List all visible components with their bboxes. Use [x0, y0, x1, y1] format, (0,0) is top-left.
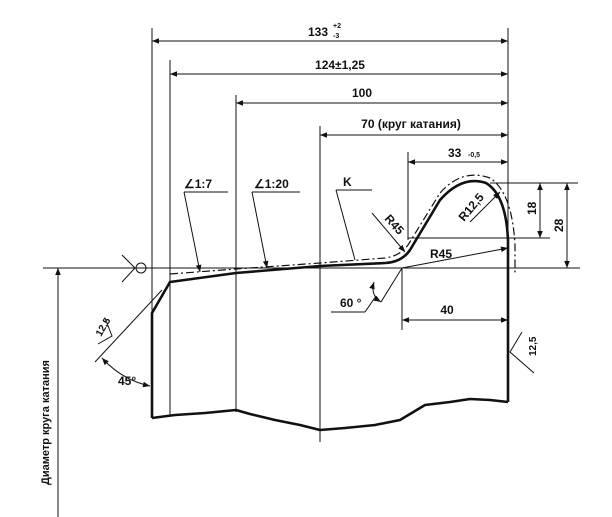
dim-28: 28: [552, 218, 566, 232]
roughness-symbol-right: [509, 331, 535, 374]
dim-100: 100: [352, 86, 372, 100]
point-k-label: K: [343, 175, 352, 189]
dim-33: 33: [448, 146, 462, 160]
leader-lines: [94, 189, 509, 388]
surface-symbol-datum: [121, 254, 147, 283]
dim-33-tol: -0,5: [468, 152, 480, 159]
radius-r12-5: R12,5: [456, 190, 488, 224]
rolling-circle-diameter-label: Диаметр круга катания: [40, 360, 52, 485]
dim-133-tol-upper: +2: [333, 23, 341, 30]
dim-70: 70 (круг катания): [361, 117, 461, 131]
wheel-profile-outline: [150, 179, 510, 418]
radius-r45-upper: R45: [382, 212, 407, 238]
taper-1-7-label: ∠1:7: [184, 177, 212, 191]
dim-124: 124±1,25: [315, 58, 365, 72]
dim-133-tol-lower: -3: [333, 33, 339, 40]
radius-r45-lower: R45: [430, 247, 452, 261]
break-line: [151, 397, 509, 432]
angle-60-label: 60 °: [340, 296, 362, 310]
dim-18: 18: [525, 201, 539, 215]
angle-45-label: 45°: [118, 374, 136, 388]
dimension-lines: [55, 38, 570, 517]
taper-1-20-label: ∠1:20: [254, 177, 289, 191]
dim-40: 40: [440, 303, 454, 317]
dim-133: 133: [308, 25, 328, 39]
worn-profile-line: [169, 174, 516, 275]
roughness-left-label: 12,5: [94, 316, 113, 339]
roughness-symbol-left: [97, 317, 113, 345]
roughness-right-label: 12,5: [528, 336, 539, 356]
